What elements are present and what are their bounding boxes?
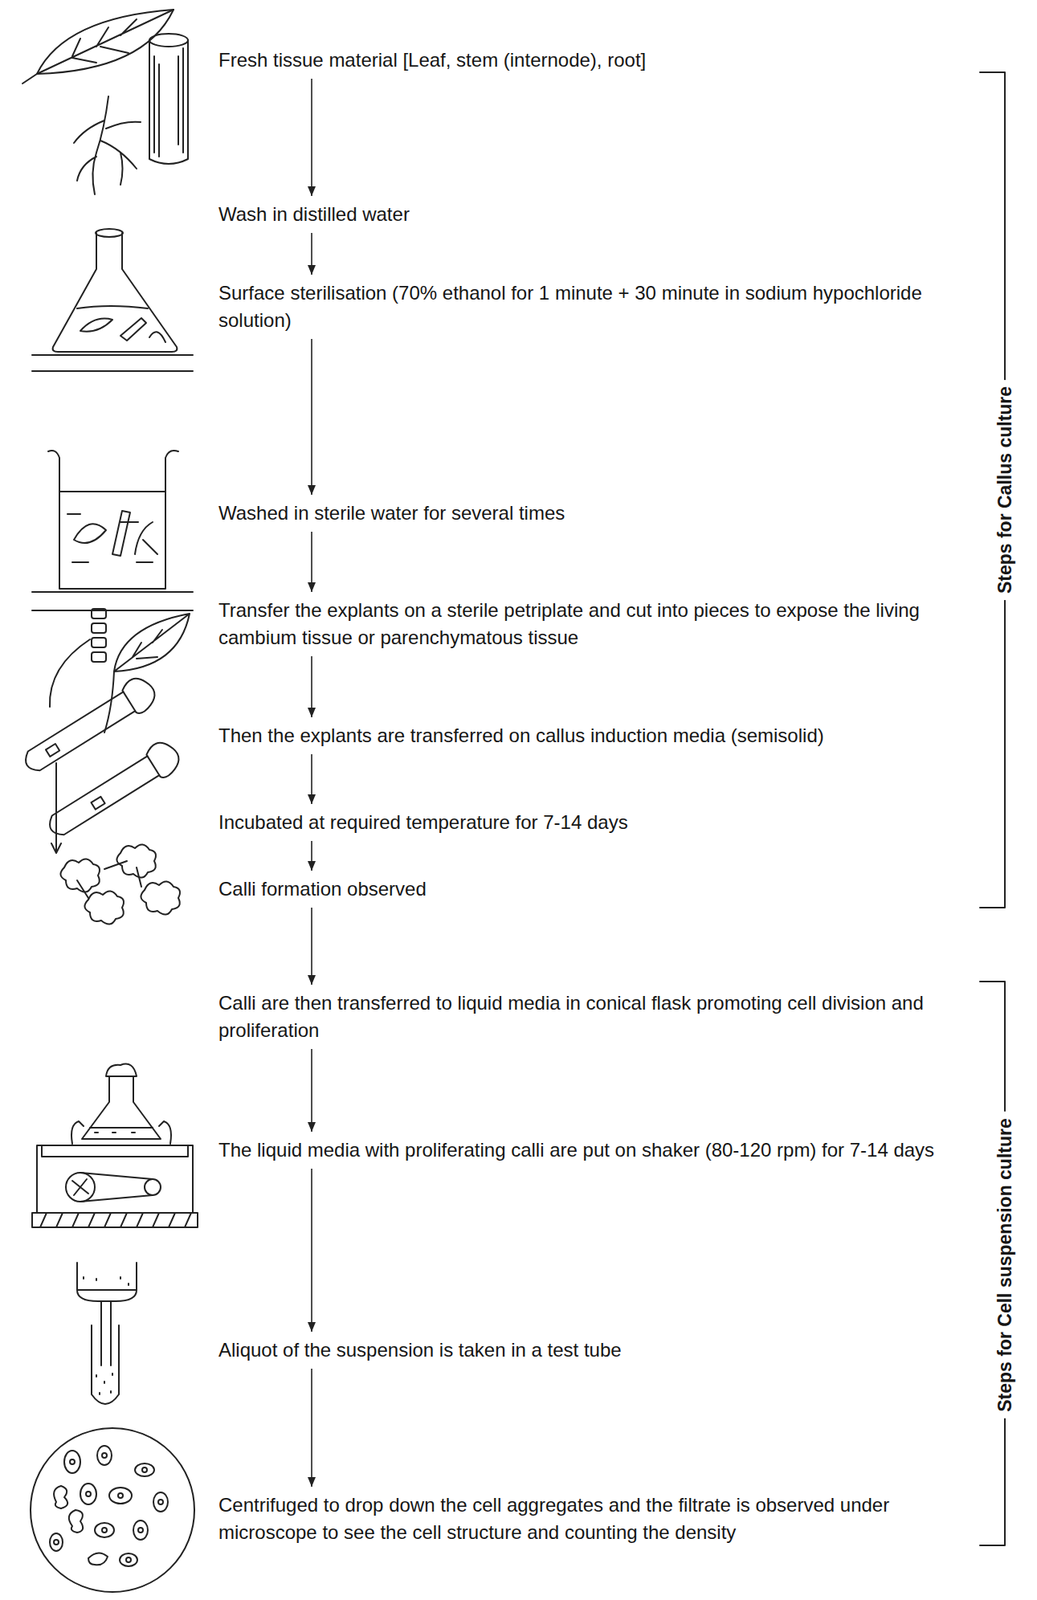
step-text-box: Wash in distilled water: [218, 200, 978, 229]
step-text: Centrifuged to drop down the cell aggreg…: [218, 1491, 978, 1547]
test-tube: [44, 755, 160, 839]
flow-arrow: [307, 1049, 316, 1132]
cells: [49, 1445, 168, 1567]
flask-clamp: [71, 1121, 172, 1144]
step-text: Aliquot of the suspension is taken in a …: [218, 1336, 978, 1364]
root-drawing: [73, 96, 141, 195]
step-text: The liquid media with proliferating call…: [218, 1136, 978, 1164]
collection-tube: [91, 1325, 119, 1405]
step-text-box: Transfer the explants on a sterile petri…: [218, 596, 978, 652]
step-text: Calli formation observed: [218, 875, 978, 903]
step-text: Then the explants are transferred on cal…: [218, 722, 978, 750]
shaker-flask: [81, 1076, 161, 1140]
flask-explants: [80, 318, 166, 343]
step-text: Washed in sterile water for several time…: [218, 499, 978, 527]
step-text: Fresh tissue material [Leaf, stem (inter…: [218, 46, 978, 74]
leaf-petiole: [22, 73, 37, 84]
step-text: Transfer the explants on a sterile petri…: [218, 596, 978, 652]
stem-disc: [91, 637, 107, 648]
platform: [32, 591, 193, 611]
stem-cylinder: [149, 40, 188, 164]
stem-hatch: [154, 48, 184, 157]
flow-arrow: [307, 531, 316, 592]
flow-arrow: [307, 232, 316, 275]
platform: [32, 355, 193, 372]
beaker: [48, 450, 179, 589]
stem-disc: [91, 608, 107, 619]
step-text-box: Surface sterilisation (70% ethanol for 1…: [218, 279, 978, 335]
leaf-drawing: [36, 9, 174, 74]
stem-disc: [91, 652, 107, 662]
flask-plug: [106, 1064, 137, 1077]
bracket-label: Steps for Cell suspension culture: [993, 1111, 1017, 1419]
calli: [60, 844, 180, 924]
flow-arrow: [307, 1368, 316, 1487]
leaf-piece: [114, 613, 190, 672]
shaker-wheel: [144, 1179, 161, 1196]
step-text: Wash in distilled water: [218, 200, 978, 229]
flow-arrow: [307, 1168, 316, 1332]
step-text-box: Aliquot of the suspension is taken in a …: [218, 1336, 978, 1364]
flow-arrow: [307, 907, 316, 985]
stem-disc: [91, 623, 107, 633]
tube-contents: [83, 1277, 129, 1395]
bracket-label: Steps for Callus culture: [993, 379, 1017, 601]
filter-funnel: [77, 1262, 137, 1302]
step-text-box: Calli formation observed: [218, 875, 978, 903]
step-text: Incubated at required temperature for 7-…: [218, 808, 978, 837]
step-text: Surface sterilisation (70% ethanol for 1…: [218, 279, 978, 335]
test-tube: [20, 691, 135, 775]
beaker-explants: [73, 510, 158, 556]
funnel-stem: [101, 1301, 111, 1366]
flow-arrow: [307, 656, 316, 718]
step-text-box: Calli are then transferred to liquid med…: [218, 989, 978, 1045]
flask-liquid: [89, 1127, 153, 1133]
step-text-box: Fresh tissue material [Leaf, stem (inter…: [218, 46, 978, 74]
step-text-box: The liquid media with proliferating call…: [218, 1136, 978, 1164]
step-text-box: Then the explants are transferred on cal…: [218, 722, 978, 750]
tube-plug: [119, 672, 161, 716]
flow-arrow: [307, 841, 316, 871]
flow-arrow: [307, 754, 316, 805]
conical-flask: [53, 232, 178, 352]
step-text: Calli are then transferred to liquid med…: [218, 989, 978, 1045]
step-text-box: Incubated at required temperature for 7-…: [218, 808, 978, 837]
shaker-body: [36, 1145, 193, 1213]
flask-mouth: [95, 228, 123, 237]
flow-arrow: [307, 78, 316, 196]
flask-liquid: [77, 306, 148, 309]
shaker-top: [41, 1145, 188, 1157]
stem-top: [149, 33, 188, 47]
beaker-liquid: [59, 491, 166, 563]
step-text-box: Centrifuged to drop down the cell aggreg…: [218, 1491, 978, 1547]
leaf-midrib: [36, 9, 174, 74]
explant-in-tube: [45, 743, 60, 757]
transfer-arrow: [51, 763, 62, 854]
microscope-field: [30, 1428, 195, 1593]
step-text-box: Washed in sterile water for several time…: [218, 499, 978, 527]
base-hatch: [40, 1212, 192, 1228]
shaker-belt: [72, 1172, 153, 1202]
explant-in-tube: [90, 796, 105, 810]
shaker-base: [32, 1212, 198, 1228]
tube-plug: [143, 736, 185, 780]
flow-arrow: [307, 338, 316, 495]
